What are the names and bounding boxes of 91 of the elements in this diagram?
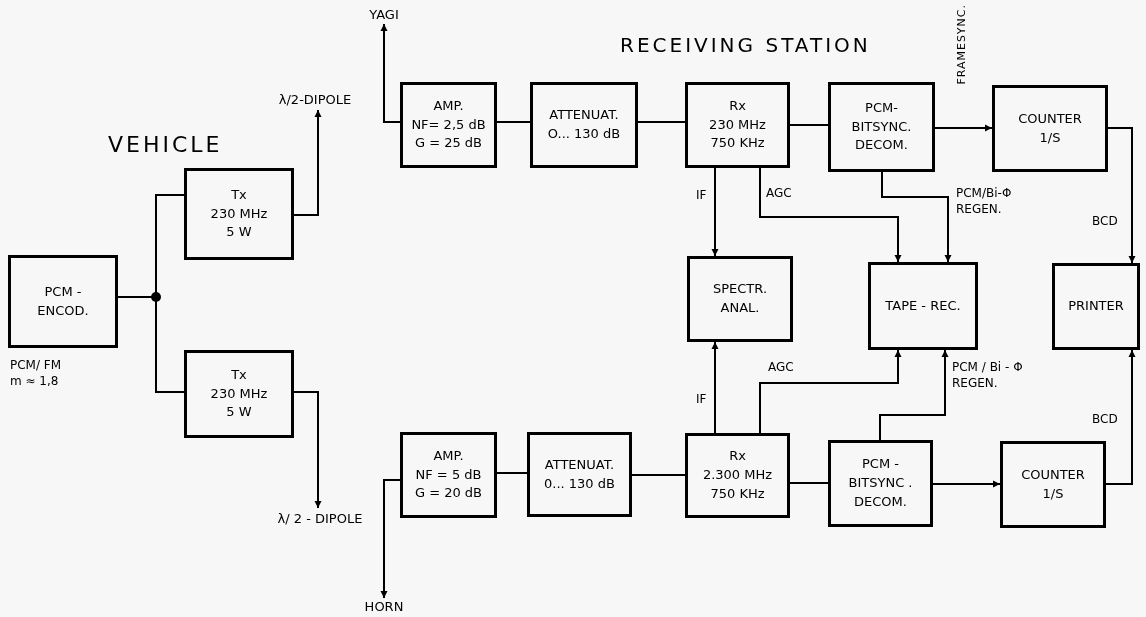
connector-line bbox=[496, 472, 528, 474]
arrow bbox=[293, 109, 322, 216]
block-text: 230 MHz bbox=[210, 204, 268, 223]
block-text: 1/S bbox=[1042, 484, 1064, 503]
block-text: 5 W bbox=[226, 223, 252, 242]
block-box bbox=[992, 85, 1108, 172]
block-text: 750 KHz bbox=[710, 484, 765, 503]
connector-line bbox=[496, 121, 531, 123]
arrow bbox=[759, 349, 902, 434]
block-box bbox=[400, 82, 497, 168]
block-text: PRINTER bbox=[1068, 297, 1124, 316]
block-text: Tx bbox=[231, 185, 247, 204]
block-text: DECOM. bbox=[854, 492, 907, 511]
connector-line bbox=[789, 482, 829, 484]
block-caption: PCM/ FM bbox=[10, 358, 62, 374]
block-text: AMP. bbox=[433, 96, 464, 115]
block-text: Rx bbox=[729, 96, 746, 115]
block-text: 2.300 MHz bbox=[702, 466, 773, 485]
arrow bbox=[932, 480, 1001, 488]
arrow bbox=[759, 167, 902, 263]
connector-line bbox=[789, 124, 829, 126]
block-text: PCM- bbox=[865, 98, 898, 117]
block-text: Rx bbox=[729, 447, 746, 466]
edge-label: PCM / Bi - Φ REGEN. bbox=[952, 360, 1024, 392]
block-box bbox=[828, 82, 935, 172]
block-text: COUNTER bbox=[1021, 465, 1085, 484]
block-text: O... 130 dB bbox=[547, 125, 621, 143]
antenna-label: YAGI bbox=[362, 6, 406, 24]
block-box bbox=[8, 255, 118, 348]
connector-line bbox=[637, 121, 686, 123]
block-text: NF= 2,5 dB bbox=[411, 115, 486, 134]
block-text: NF = 5 dB bbox=[415, 465, 482, 484]
antenna-label: λ/2-DIPOLE bbox=[250, 90, 380, 110]
edge-label: IF bbox=[696, 188, 707, 204]
block-text: 230 MHz bbox=[210, 384, 268, 403]
block-text: Tx bbox=[231, 365, 247, 384]
block-text: 0... 130 dB bbox=[544, 474, 615, 493]
edge-label: PCM/Bi-Φ REGEN. bbox=[956, 186, 1013, 218]
arrow bbox=[1105, 349, 1136, 485]
edge-label: IF bbox=[696, 392, 707, 408]
block-box bbox=[685, 433, 790, 518]
antenna-label: λ/ 2 - DIPOLE bbox=[250, 508, 390, 530]
block-box bbox=[527, 432, 632, 517]
antenna-label: HORN bbox=[360, 598, 408, 616]
block-text: PCM - bbox=[44, 282, 82, 301]
edge-label: AGC bbox=[766, 186, 792, 202]
block-box bbox=[1052, 263, 1140, 350]
block-text: 5 W bbox=[226, 403, 252, 422]
block-text: 750 KHz bbox=[710, 134, 765, 153]
arrow bbox=[934, 124, 993, 132]
block-text: G = 20 dB bbox=[414, 484, 483, 503]
block-box bbox=[687, 256, 793, 342]
block-caption: m ≈ 1,8 bbox=[10, 373, 60, 390]
edge-label: AGC bbox=[768, 360, 794, 376]
arrow bbox=[881, 171, 952, 263]
block-box bbox=[184, 350, 294, 438]
block-text: AMP. bbox=[433, 446, 464, 465]
block-text: COUNTER bbox=[1018, 109, 1082, 128]
arrow bbox=[711, 167, 719, 257]
block-text: 230 MHz bbox=[709, 115, 766, 134]
arrow bbox=[380, 479, 401, 599]
arrow bbox=[380, 23, 401, 123]
block-box bbox=[184, 168, 294, 260]
block-text: PCM - bbox=[862, 455, 899, 474]
arrow bbox=[293, 391, 322, 509]
block-text: G = 25 dB bbox=[414, 134, 483, 153]
connector-line bbox=[631, 474, 686, 476]
arrow bbox=[879, 349, 949, 441]
block-box bbox=[1000, 441, 1106, 528]
block-box bbox=[685, 82, 790, 168]
block-text: DECOM. bbox=[855, 136, 908, 155]
edge-label: BCD bbox=[1092, 412, 1118, 428]
block-text: ATTENUAT. bbox=[544, 455, 615, 474]
block-text: 1/S bbox=[1039, 128, 1061, 147]
arrow bbox=[711, 341, 719, 434]
block-text: BITSYNC. bbox=[851, 117, 912, 136]
edge-label: BCD bbox=[1092, 214, 1118, 230]
block-text: BITSYNC . bbox=[848, 474, 913, 493]
block-text: ANAL. bbox=[720, 299, 760, 317]
section-heading: VEHICLE bbox=[108, 131, 223, 159]
edge-label: FRAMESYNC. bbox=[954, 4, 969, 85]
block-text: TAPE - REC. bbox=[885, 296, 961, 315]
arrow bbox=[1107, 127, 1136, 264]
block-box bbox=[868, 262, 978, 350]
block-text: ENCOD. bbox=[37, 301, 89, 320]
block-box bbox=[400, 432, 497, 518]
section-heading: RECEIVING STATION bbox=[620, 32, 871, 59]
block-text: SPECTR. bbox=[713, 280, 767, 299]
block-box bbox=[530, 82, 638, 168]
block-box bbox=[828, 440, 933, 527]
block-text: ATTENUAT. bbox=[549, 106, 619, 125]
